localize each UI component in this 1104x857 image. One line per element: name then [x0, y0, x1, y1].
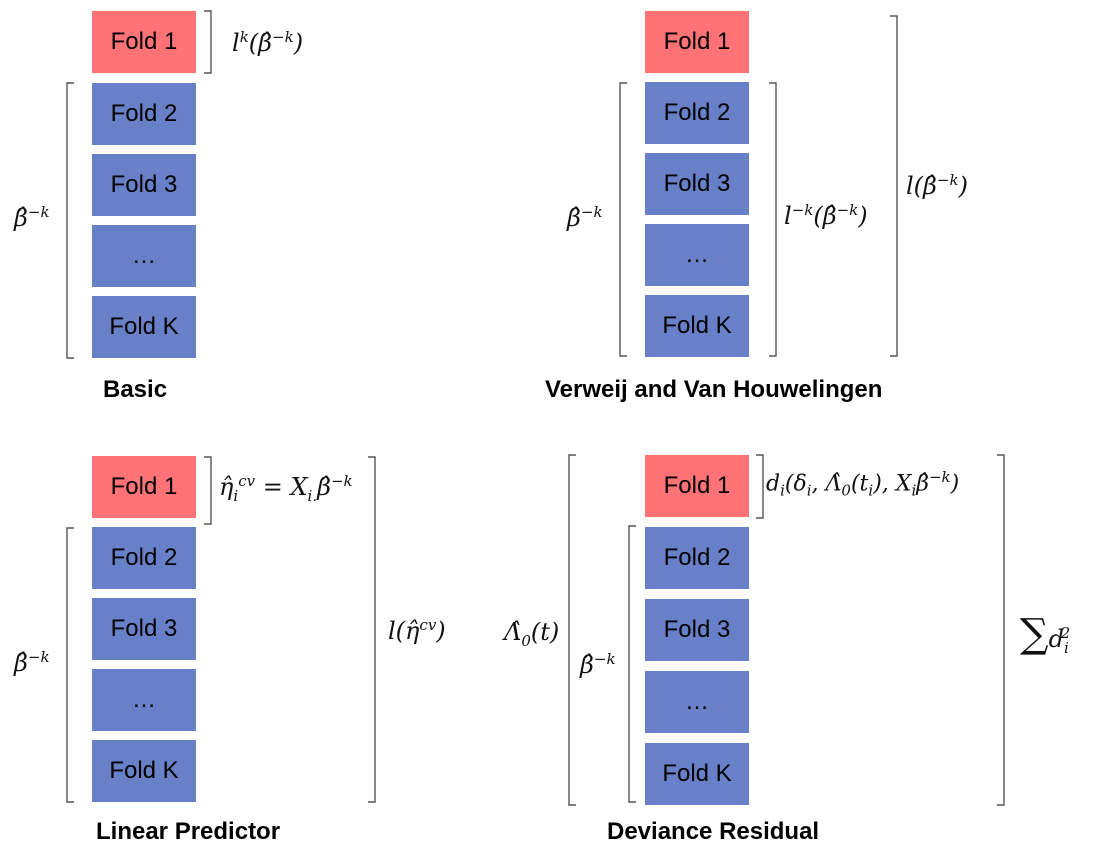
fold-box: … — [645, 671, 749, 733]
open-bracket — [628, 525, 636, 803]
close-bracket — [769, 82, 777, 357]
panel-caption: Verweij and Van Houwelingen — [545, 376, 883, 403]
eta-loss-label: l(η̂cv) — [388, 616, 446, 645]
fold-label: Fold 3 — [110, 615, 178, 642]
fold-box: … — [645, 224, 749, 286]
baseline-hazard-label: Λ̂0(t) — [504, 618, 560, 650]
fold-label: Fold 3 — [663, 616, 731, 643]
fold-label: Fold K — [109, 313, 179, 340]
beta-minus-k-label: β̂−k — [14, 648, 50, 677]
fold-label: Fold 1 — [663, 28, 731, 55]
fold-label: Fold K — [662, 760, 732, 787]
open-bracket — [66, 527, 74, 803]
fold-box: … — [92, 225, 196, 287]
fold-box: Fold 3 — [645, 599, 749, 661]
open-bracket — [568, 454, 576, 806]
fold-box: Fold K — [92, 296, 196, 358]
fold-label: Fold 3 — [110, 171, 178, 198]
beta-minus-k-label: β̂−k — [14, 203, 50, 232]
fold-label: Fold K — [109, 757, 179, 784]
panel-caption: Basic — [103, 376, 168, 403]
close-bracket — [890, 15, 898, 357]
fold-label: … — [132, 242, 156, 269]
panel-caption: Linear Predictor — [96, 818, 281, 845]
fold-box: Fold K — [92, 740, 196, 802]
fold-label: Fold 3 — [663, 170, 731, 197]
close-bracket — [997, 454, 1005, 806]
fold-box: Fold 2 — [92, 527, 196, 589]
fold-box: Fold 3 — [645, 153, 749, 215]
sum-squared-deviance-label: ∑di2 — [1020, 611, 1071, 657]
deviance-residual-equation: di(δi, Λ̂0(ti), Xiβ̂−k) — [766, 468, 960, 500]
test-fold-loss-label: lk(β̂−k) — [232, 28, 304, 57]
beta-minus-k-label: β̂−k — [567, 203, 603, 232]
brackets — [66, 10, 1005, 806]
fold-box: Fold 2 — [645, 82, 749, 144]
fold-label: … — [132, 686, 156, 713]
fold-box: Fold K — [645, 295, 749, 357]
fold-box: … — [92, 669, 196, 731]
fold-box: Fold 1 — [92, 456, 196, 518]
fold-box: Fold 1 — [645, 455, 749, 517]
full-loss-label: l(β̂−k) — [906, 171, 968, 200]
beta-minus-k-label: β̂−k — [580, 650, 616, 679]
open-bracket — [619, 82, 627, 357]
fold-label: … — [685, 688, 709, 715]
fold-box: Fold 2 — [92, 83, 196, 145]
fold-box: Fold 3 — [92, 154, 196, 216]
fold-label: … — [685, 241, 709, 268]
close-bracket — [204, 10, 212, 74]
fold-label: Fold 2 — [663, 99, 731, 126]
fold-label: Fold K — [662, 312, 732, 339]
fold-label: Fold 2 — [663, 544, 731, 571]
fold-box: Fold 2 — [645, 527, 749, 589]
close-bracket — [756, 454, 764, 519]
fold-label: Fold 1 — [110, 473, 178, 500]
fold-box: Fold 3 — [92, 598, 196, 660]
fold-label: Fold 2 — [110, 100, 178, 127]
fold-box: Fold 1 — [645, 11, 749, 73]
panel-caption: Deviance Residual — [607, 818, 820, 845]
close-bracket — [204, 456, 212, 525]
eta-cv-equation: η̂icv = Xi.β̂−k — [219, 472, 353, 505]
train-folds-loss-label: l−k(β̂−k) — [784, 201, 868, 230]
fold-label: Fold 2 — [110, 544, 178, 571]
fold-box: Fold K — [645, 743, 749, 805]
close-bracket — [368, 456, 376, 803]
open-bracket — [66, 82, 74, 359]
fold-label: Fold 1 — [110, 28, 178, 55]
fold-box: Fold 1 — [92, 11, 196, 73]
fold-label: Fold 1 — [663, 472, 731, 499]
